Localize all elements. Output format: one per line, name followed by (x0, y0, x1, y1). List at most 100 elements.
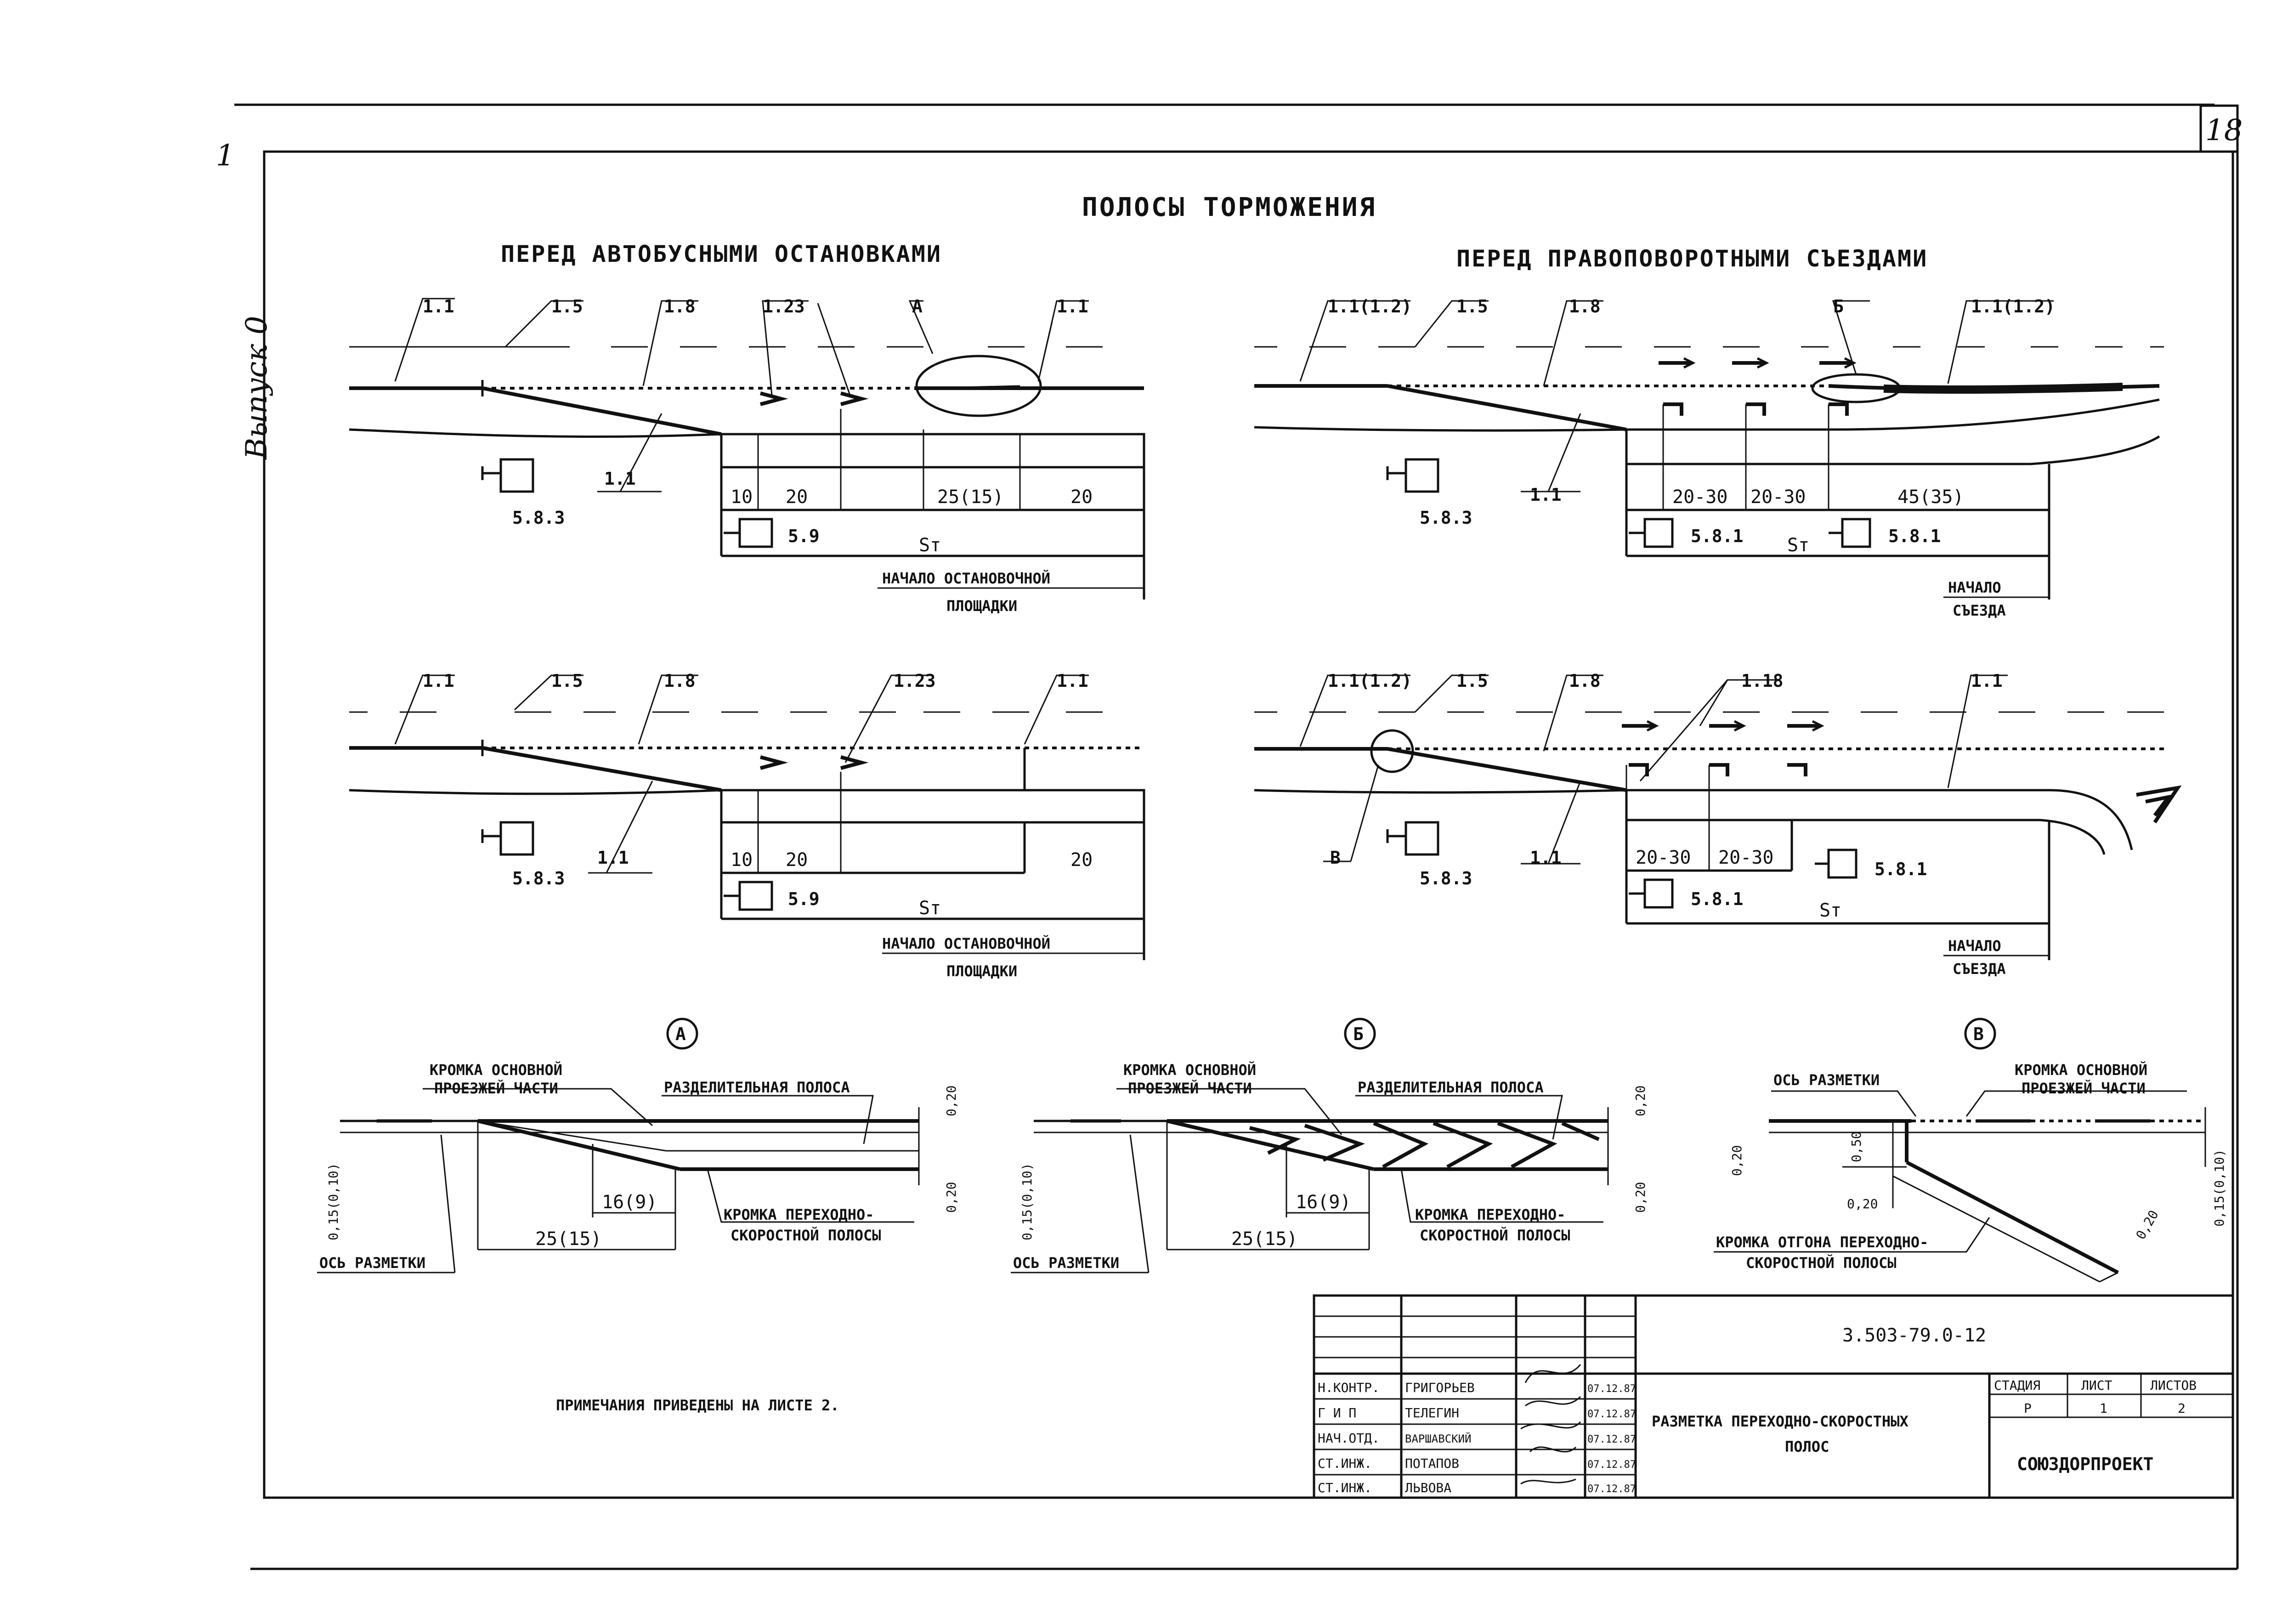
d3-note2: ПЛОЩАДКИ (946, 962, 1017, 980)
stamp-role: СТ.ИНЖ. (1318, 1456, 1372, 1471)
detail-b-tag: Б (1353, 1024, 1364, 1044)
diagram-right-turn-bottom (1254, 674, 2182, 960)
detail-b-wbot: 0,20 (1633, 1182, 1648, 1213)
detail-a-dim-small: 16(9) (602, 1192, 657, 1213)
diagram-bus-stop-top (349, 298, 1145, 600)
d3-label: 1.23 (894, 671, 936, 691)
detail-v-wa: 0,20 (1729, 1145, 1744, 1176)
d2-note1: НАЧАЛО (1948, 579, 2001, 596)
d2-sign: 5.8.3 (1420, 508, 1472, 528)
d1-label: А (912, 296, 923, 317)
d4-label: 1.1 (1971, 671, 2003, 691)
detail-b-trans1: КРОМКА ПЕРЕХОДНО- (1415, 1206, 1566, 1223)
d4-sign3: 5.8.1 (1875, 859, 1927, 879)
detail-a-trans1: КРОМКА ПЕРЕХОДНО- (724, 1206, 874, 1223)
sheets-value: 2 (2178, 1401, 2186, 1416)
d4-dim: 20-30 (1636, 847, 1691, 868)
left-title: ПЕРЕД АВТОБУСНЫМИ ОСТАНОВКАМИ (501, 241, 942, 267)
d2-note2: СЪЕЗДА (1953, 602, 2006, 619)
d4-note2: СЪЕЗДА (1953, 960, 2006, 978)
detail-v-wright: 0,15(0,10) (2212, 1149, 2227, 1227)
detail-b-edge2: ПРОЕЗЖЕЙ ЧАСТИ (1128, 1080, 1252, 1097)
d4-label-v: В (1330, 848, 1341, 868)
title-block (1313, 1294, 2234, 1499)
d1-label: 1.8 (664, 296, 696, 317)
detail-v-off2: СКОРОСТНОЙ ПОЛОСЫ (1746, 1254, 1897, 1272)
diagram-bus-stop-bottom (349, 674, 1145, 960)
detail-a-axis: ОСЬ РАЗМЕТКИ (319, 1254, 425, 1272)
detail-v-edge2: ПРОЕЗЖЕЙ ЧАСТИ (2022, 1080, 2146, 1097)
d3-dim: 20 (1070, 849, 1093, 871)
detail-a-dim-big: 25(15) (535, 1228, 602, 1250)
d4-label-left: 1.1 (1530, 848, 1562, 868)
stamp-name: ГРИГОРЬЕВ (1405, 1380, 1475, 1395)
d4-label: 1.8 (1569, 671, 1601, 691)
sheet-header: ЛИСТ (2081, 1378, 2112, 1393)
stamp-role: Г И П (1318, 1405, 1356, 1420)
page-number: 18 (2205, 113, 2243, 147)
d2-st: Sт (1787, 535, 1809, 556)
d2-sign2: 5.8.1 (1691, 526, 1743, 546)
detail-b-axis: ОСЬ РАЗМЕТКИ (1013, 1254, 1119, 1272)
detail-b-edge1: КРОМКА ОСНОВНОЙ (1123, 1061, 1256, 1079)
detail-a-edge2: ПРОЕЗЖЕЙ ЧАСТИ (434, 1080, 558, 1097)
d1-sign: 5.8.3 (512, 508, 565, 528)
d1-dim: 25(15) (937, 487, 1004, 508)
detail-b-divider: РАЗДЕЛИТЕЛЬНАЯ ПОЛОСА (1358, 1079, 1544, 1096)
d4-dim: 20-30 (1718, 847, 1773, 868)
stamp-date: 07.12.87 (1587, 1409, 1636, 1420)
diagram-bus-stop-top-text: 1.1 1.5 1.8 1.23 А 1.1 1.1 5.8.3 5.9 10 … (423, 296, 1093, 615)
stamp-date: 07.12.87 (1587, 1383, 1636, 1395)
d3-dim: 20 (786, 849, 808, 871)
detail-v-edge1: КРОМКА ОСНОВНОЙ (2015, 1061, 2147, 1079)
drawing-code: 3.503-79.0-12 (1842, 1325, 1986, 1346)
d1-dim: 10 (731, 487, 753, 508)
d3-note1: НАЧАЛО ОСТАНОВОЧНОЙ (882, 935, 1050, 952)
stamp-role: СТ.ИНЖ. (1318, 1480, 1372, 1495)
d3-label: 1.5 (551, 671, 583, 691)
d2-label: 1.8 (1569, 296, 1601, 317)
detail-a-edge1: КРОМКА ОСНОВНОЙ (430, 1061, 562, 1079)
stage-value: Р (2024, 1401, 2032, 1416)
detail-v-axis: ОСЬ РАЗМЕТКИ (1773, 1071, 1880, 1089)
d4-st: Sт (1819, 900, 1841, 921)
d1-label: 1.1 (1057, 296, 1088, 317)
d1-st: Sт (919, 535, 941, 556)
detail-v-tag: В (1973, 1024, 1984, 1044)
d4-label: 1.18 (1741, 671, 1784, 691)
stamp-name: ПОТАПОВ (1405, 1456, 1459, 1471)
detail-v-wc: 0,20 (1847, 1196, 1878, 1211)
detail-v-wb: 0,50 (1849, 1132, 1864, 1162)
detail-a-text: А КРОМКА ОСНОВНОЙ ПРОЕЗЖЕЙ ЧАСТИ РАЗДЕЛИ… (319, 1024, 959, 1272)
d2-label: 1.5 (1456, 296, 1488, 317)
d2-dim: 20-30 (1750, 487, 1806, 508)
drawing-title: ПОЛОС (1785, 1438, 1829, 1455)
diagram-right-turn-top-text: 1.1(1.2) 1.5 1.8 Б 1.1(1.2) 1.1 5.8.3 5.… (1328, 296, 2055, 619)
detail-b-wleft: 0,15(0,10) (1019, 1163, 1035, 1240)
d1-note1: НАЧАЛО ОСТАНОВОЧНОЙ (882, 570, 1050, 587)
d4-sign: 5.8.3 (1420, 868, 1472, 888)
d4-note1: НАЧАЛО (1948, 937, 2001, 955)
detail-v (1714, 1018, 2206, 1283)
detail-b-dim-big: 25(15) (1231, 1228, 1298, 1250)
stamp-date: 07.12.87 (1587, 1434, 1636, 1445)
stamp-role: НАЧ.ОТД. (1318, 1431, 1380, 1446)
d1-label: 1.1 (423, 296, 454, 317)
title-block-text: 3.503-79.0-12 РАЗМЕТКА ПЕРЕХОДНО-СКОРОСТ… (1318, 1325, 2197, 1495)
stamp-date: 07.12.87 (1587, 1483, 1636, 1495)
detail-b-trans2: СКОРОСТНОЙ ПОЛОСЫ (1420, 1227, 1570, 1244)
detail-b (1011, 1018, 1609, 1273)
d3-label: 1.8 (664, 671, 696, 691)
detail-b-text: Б КРОМКА ОСНОВНОЙ ПРОЕЗЖЕЙ ЧАСТИ РАЗДЕЛИ… (1013, 1024, 1648, 1272)
sheet-value: 1 (2100, 1401, 2107, 1416)
d1-sign2: 5.9 (788, 526, 820, 546)
d4-label: 1.5 (1456, 671, 1488, 691)
detail-a (317, 1018, 920, 1273)
d3-label: 1.1 (423, 671, 454, 691)
detail-b-dim-small: 16(9) (1296, 1192, 1351, 1213)
detail-a-trans2: СКОРОСТНОЙ ПОЛОСЫ (731, 1227, 881, 1244)
detail-a-wleft: 0,15(0,10) (326, 1163, 341, 1240)
main-title: ПОЛОСЫ ТОРМОЖЕНИЯ (1082, 192, 1376, 222)
d2-label: 1.1(1.2) (1328, 296, 1412, 317)
